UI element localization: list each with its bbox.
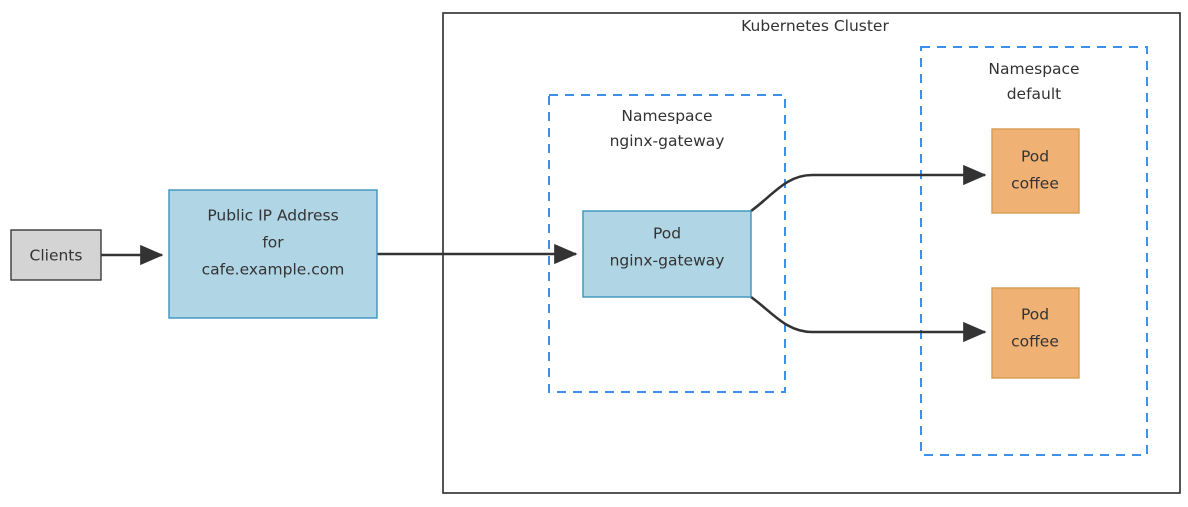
node-pod-nginx-gateway-label-line2: nginx-gateway	[610, 252, 725, 270]
edge-gateway-to-coffee-bottom	[750, 295, 987, 343]
node-pod-coffee-bottom-label-line1: Pod	[1021, 306, 1049, 324]
node-pod-coffee-bottom-label-line2: coffee	[1011, 333, 1059, 351]
node-clients-label: Clients	[30, 247, 83, 265]
node-public-ip-label-line2: for	[262, 234, 284, 252]
node-public-ip-label-line1: Public IP Address	[207, 207, 338, 225]
namespace-default-box	[920, 46, 1148, 456]
node-public-ip-label-line3: cafe.example.com	[202, 261, 345, 279]
namespace-default-label-line2: default	[1007, 85, 1062, 103]
edge-gateway-to-coffee-top	[750, 164, 987, 213]
namespace-default-label-line1: Namespace	[988, 60, 1079, 78]
node-pod-coffee-top-label-line1: Pod	[1021, 148, 1049, 166]
node-clients-box[interactable]	[10, 229, 102, 281]
namespace-nginx-gateway-box	[548, 94, 786, 393]
node-pod-coffee-top-box[interactable]	[991, 128, 1080, 214]
node-public-ip-box[interactable]	[168, 189, 378, 319]
namespace-nginx-gateway-label-line1: Namespace	[621, 107, 712, 125]
node-pod-nginx-gateway-label-line1: Pod	[653, 225, 681, 243]
namespace-nginx-gateway-label-line2: nginx-gateway	[610, 132, 725, 150]
kubernetes-cluster-label: Kubernetes Cluster	[741, 17, 889, 35]
node-pod-coffee-top-label-line2: coffee	[1011, 175, 1059, 193]
node-pod-coffee-bottom-box[interactable]	[991, 287, 1080, 379]
node-pod-nginx-gateway-box[interactable]	[582, 210, 752, 298]
